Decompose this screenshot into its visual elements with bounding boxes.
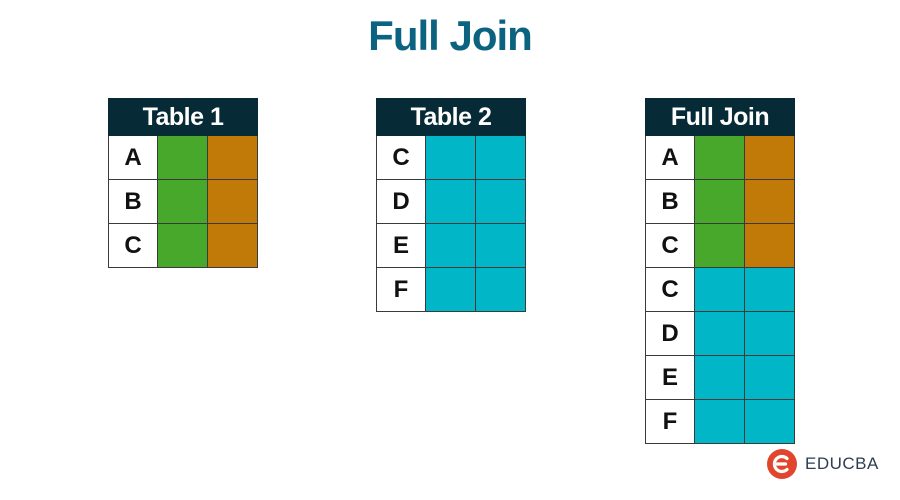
cyan-cell <box>745 268 795 312</box>
row-key: C <box>376 136 426 180</box>
cyan-cell <box>745 312 795 356</box>
cyan-cell <box>745 356 795 400</box>
table-row: B <box>108 180 258 224</box>
row-key: C <box>108 224 158 268</box>
row-key: F <box>645 400 695 444</box>
logo-text: EDUCBA <box>805 454 879 473</box>
row-key: B <box>108 180 158 224</box>
table-row: F <box>645 400 795 444</box>
orange-cell <box>208 180 258 224</box>
row-key: E <box>645 356 695 400</box>
cyan-cell <box>476 180 526 224</box>
cyan-cell <box>695 400 745 444</box>
row-key: C <box>645 224 695 268</box>
row-key: D <box>645 312 695 356</box>
row-key: A <box>645 136 695 180</box>
cyan-cell <box>426 136 476 180</box>
cyan-cell <box>745 400 795 444</box>
cyan-cell <box>476 224 526 268</box>
table-row: A <box>108 136 258 180</box>
orange-cell <box>745 136 795 180</box>
row-key: C <box>645 268 695 312</box>
table-row: C <box>376 136 526 180</box>
green-cell <box>158 224 208 268</box>
table-header: Table 1 <box>108 98 258 136</box>
cyan-cell <box>476 268 526 312</box>
table-row: E <box>376 224 526 268</box>
cyan-cell <box>426 224 476 268</box>
row-key: D <box>376 180 426 224</box>
table-row: D <box>376 180 526 224</box>
diagram-title: Full Join <box>368 12 533 59</box>
green-cell <box>695 224 745 268</box>
cyan-cell <box>426 180 476 224</box>
table-header: Table 2 <box>376 98 526 136</box>
row-key: B <box>645 180 695 224</box>
table-row: C <box>645 224 795 268</box>
green-cell <box>695 136 745 180</box>
green-cell <box>158 136 208 180</box>
cyan-cell <box>695 312 745 356</box>
cyan-cell <box>695 268 745 312</box>
table-row: B <box>645 180 795 224</box>
table-header: Full Join <box>645 98 795 136</box>
green-cell <box>695 180 745 224</box>
cyan-cell <box>426 268 476 312</box>
row-key: A <box>108 136 158 180</box>
table-row: A <box>645 136 795 180</box>
educba-logo-icon <box>767 449 797 479</box>
cyan-cell <box>695 356 745 400</box>
row-key: E <box>376 224 426 268</box>
educba-logo: EDUCBA <box>766 448 879 480</box>
table-row: C <box>645 268 795 312</box>
row-key: F <box>376 268 426 312</box>
cyan-cell <box>476 136 526 180</box>
green-cell <box>158 180 208 224</box>
table-row: F <box>376 268 526 312</box>
orange-cell <box>208 136 258 180</box>
orange-cell <box>745 224 795 268</box>
orange-cell <box>208 224 258 268</box>
table-row: D <box>645 312 795 356</box>
orange-cell <box>745 180 795 224</box>
table-row: C <box>108 224 258 268</box>
table-row: E <box>645 356 795 400</box>
